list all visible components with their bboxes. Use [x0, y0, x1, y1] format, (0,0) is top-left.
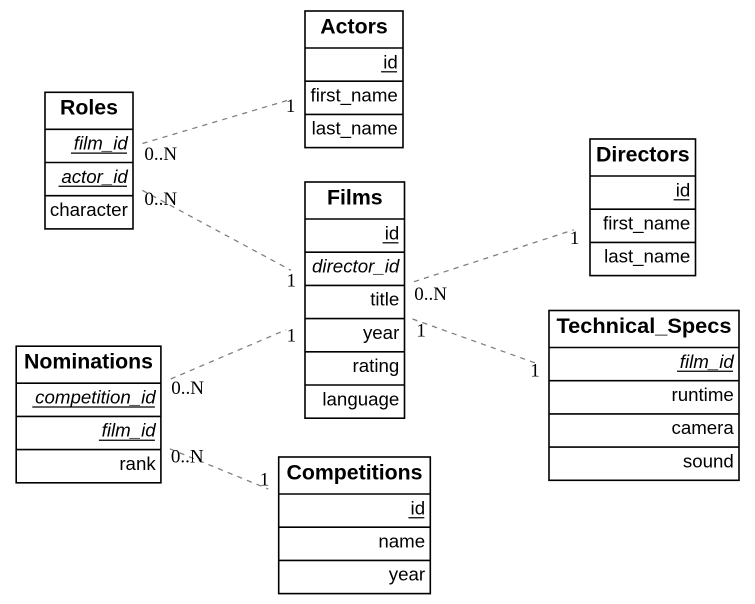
- svg-text:1: 1: [287, 326, 297, 347]
- svg-text:0..N: 0..N: [171, 447, 204, 468]
- svg-text:1: 1: [416, 320, 426, 341]
- svg-text:runtime: runtime: [671, 384, 733, 405]
- svg-text:id: id: [385, 222, 400, 243]
- svg-text:year: year: [389, 564, 425, 585]
- svg-text:id: id: [411, 497, 426, 518]
- svg-text:year: year: [363, 322, 399, 343]
- svg-text:camera: camera: [671, 417, 734, 438]
- svg-text:1: 1: [570, 228, 580, 249]
- svg-text:0..N: 0..N: [414, 284, 447, 305]
- svg-text:character: character: [50, 199, 128, 220]
- svg-text:film_id: film_id: [680, 351, 735, 372]
- svg-text:Competitions: Competitions: [286, 460, 422, 484]
- svg-text:id: id: [383, 51, 398, 72]
- svg-text:film_id: film_id: [102, 420, 157, 441]
- svg-text:rank: rank: [119, 453, 156, 474]
- svg-text:Films: Films: [327, 185, 383, 209]
- svg-text:competition_id: competition_id: [35, 387, 156, 408]
- svg-text:actor_id: actor_id: [61, 166, 128, 187]
- svg-text:Nominations: Nominations: [24, 350, 153, 374]
- svg-text:0..N: 0..N: [171, 378, 204, 399]
- svg-text:title: title: [370, 289, 399, 310]
- svg-text:1: 1: [286, 96, 296, 117]
- svg-text:0..N: 0..N: [144, 144, 177, 165]
- svg-text:first_name: first_name: [311, 85, 398, 107]
- svg-text:film_id: film_id: [74, 133, 129, 154]
- svg-text:id: id: [676, 179, 691, 200]
- svg-text:1: 1: [530, 361, 540, 382]
- svg-text:last_name: last_name: [312, 118, 398, 140]
- svg-text:Roles: Roles: [60, 96, 118, 120]
- svg-text:name: name: [378, 531, 425, 552]
- svg-text:Actors: Actors: [320, 14, 387, 38]
- svg-text:first_name: first_name: [603, 213, 690, 235]
- svg-text:rating: rating: [353, 355, 400, 376]
- svg-text:1: 1: [260, 470, 270, 491]
- svg-text:1: 1: [287, 270, 297, 291]
- svg-text:last_name: last_name: [604, 246, 690, 268]
- svg-text:language: language: [322, 388, 399, 409]
- svg-text:Technical_Specs: Technical_Specs: [557, 314, 732, 338]
- svg-text:Directors: Directors: [596, 142, 690, 166]
- svg-text:director_id: director_id: [312, 256, 400, 277]
- svg-text:sound: sound: [683, 450, 734, 471]
- svg-text:0..N: 0..N: [144, 189, 177, 210]
